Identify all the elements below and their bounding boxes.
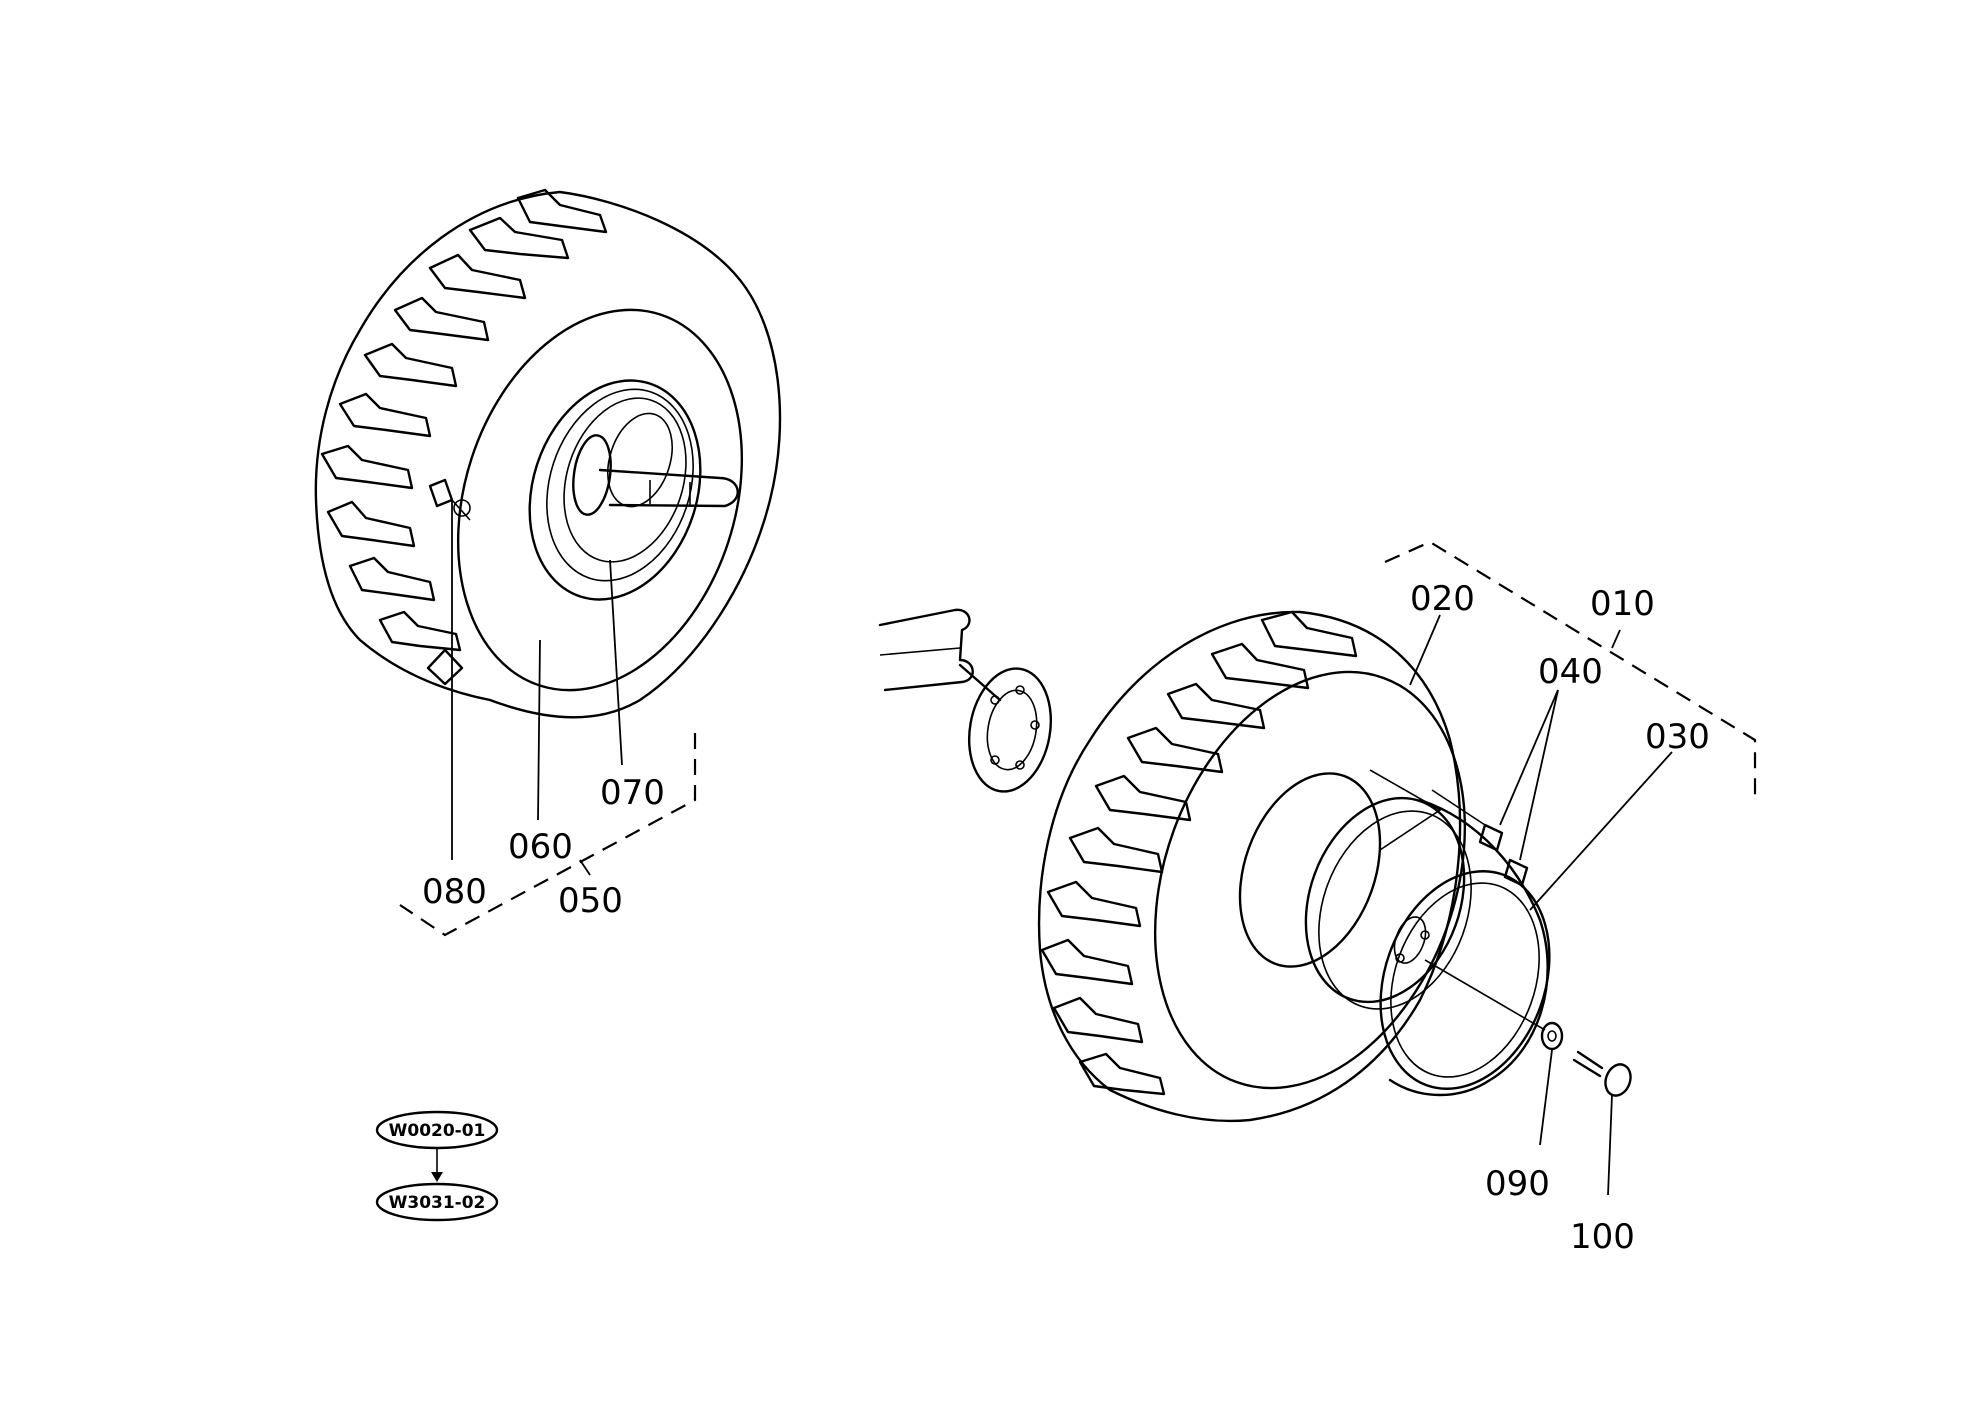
left-assembly-bracket (399, 733, 697, 937)
left-leader-lines (451, 500, 623, 860)
label-010: 010 (1590, 584, 1655, 624)
part-labels: 010 020 030 040 050 060 070 080 090 100 (422, 579, 1710, 1257)
label-030: 030 (1645, 717, 1710, 757)
left-tire-marker (426, 648, 464, 686)
right-assembly-bracket (1384, 540, 1757, 800)
label-050: 050 (558, 881, 623, 921)
bolt (1572, 1050, 1632, 1097)
left-axle-shaft (598, 468, 739, 508)
label-100: 100 (1570, 1217, 1635, 1257)
label-060: 060 (508, 827, 573, 867)
right-valve (1431, 789, 1529, 887)
right-tire-bore (1238, 772, 1382, 968)
left-tire-lugs (320, 188, 608, 652)
right-hub-flange (967, 667, 1053, 793)
reference-links: W0020-01 W3031-02 (375, 1110, 499, 1222)
washer (1540, 1021, 1564, 1051)
right-wheel-assembly (1037, 610, 1467, 1123)
label-080: 080 (422, 872, 487, 912)
right-rim-outer-flange (1379, 870, 1551, 1090)
right-rim (1304, 796, 1551, 1097)
left-wheel-assembly (314, 188, 782, 719)
reference-oval-2[interactable] (375, 1182, 499, 1222)
label-020: 020 (1410, 579, 1475, 619)
right-tire-outline (1037, 610, 1462, 1123)
label-070: 070 (600, 773, 665, 813)
left-valve (428, 478, 454, 508)
right-tire-sidewall (1153, 670, 1467, 1090)
reference-label-1: W0020-01 (389, 1121, 486, 1141)
left-tire-outline (314, 190, 782, 719)
left-rim (528, 379, 702, 601)
left-hub-flange (572, 434, 612, 516)
right-axle (878, 608, 1053, 793)
label-090: 090 (1485, 1164, 1550, 1204)
reference-label-2: W3031-02 (389, 1193, 486, 1213)
right-tire-lugs (1040, 610, 1358, 1096)
label-040: 040 (1538, 652, 1603, 692)
left-tire-sidewall (456, 308, 744, 692)
right-leader-lines (1409, 614, 1673, 1196)
